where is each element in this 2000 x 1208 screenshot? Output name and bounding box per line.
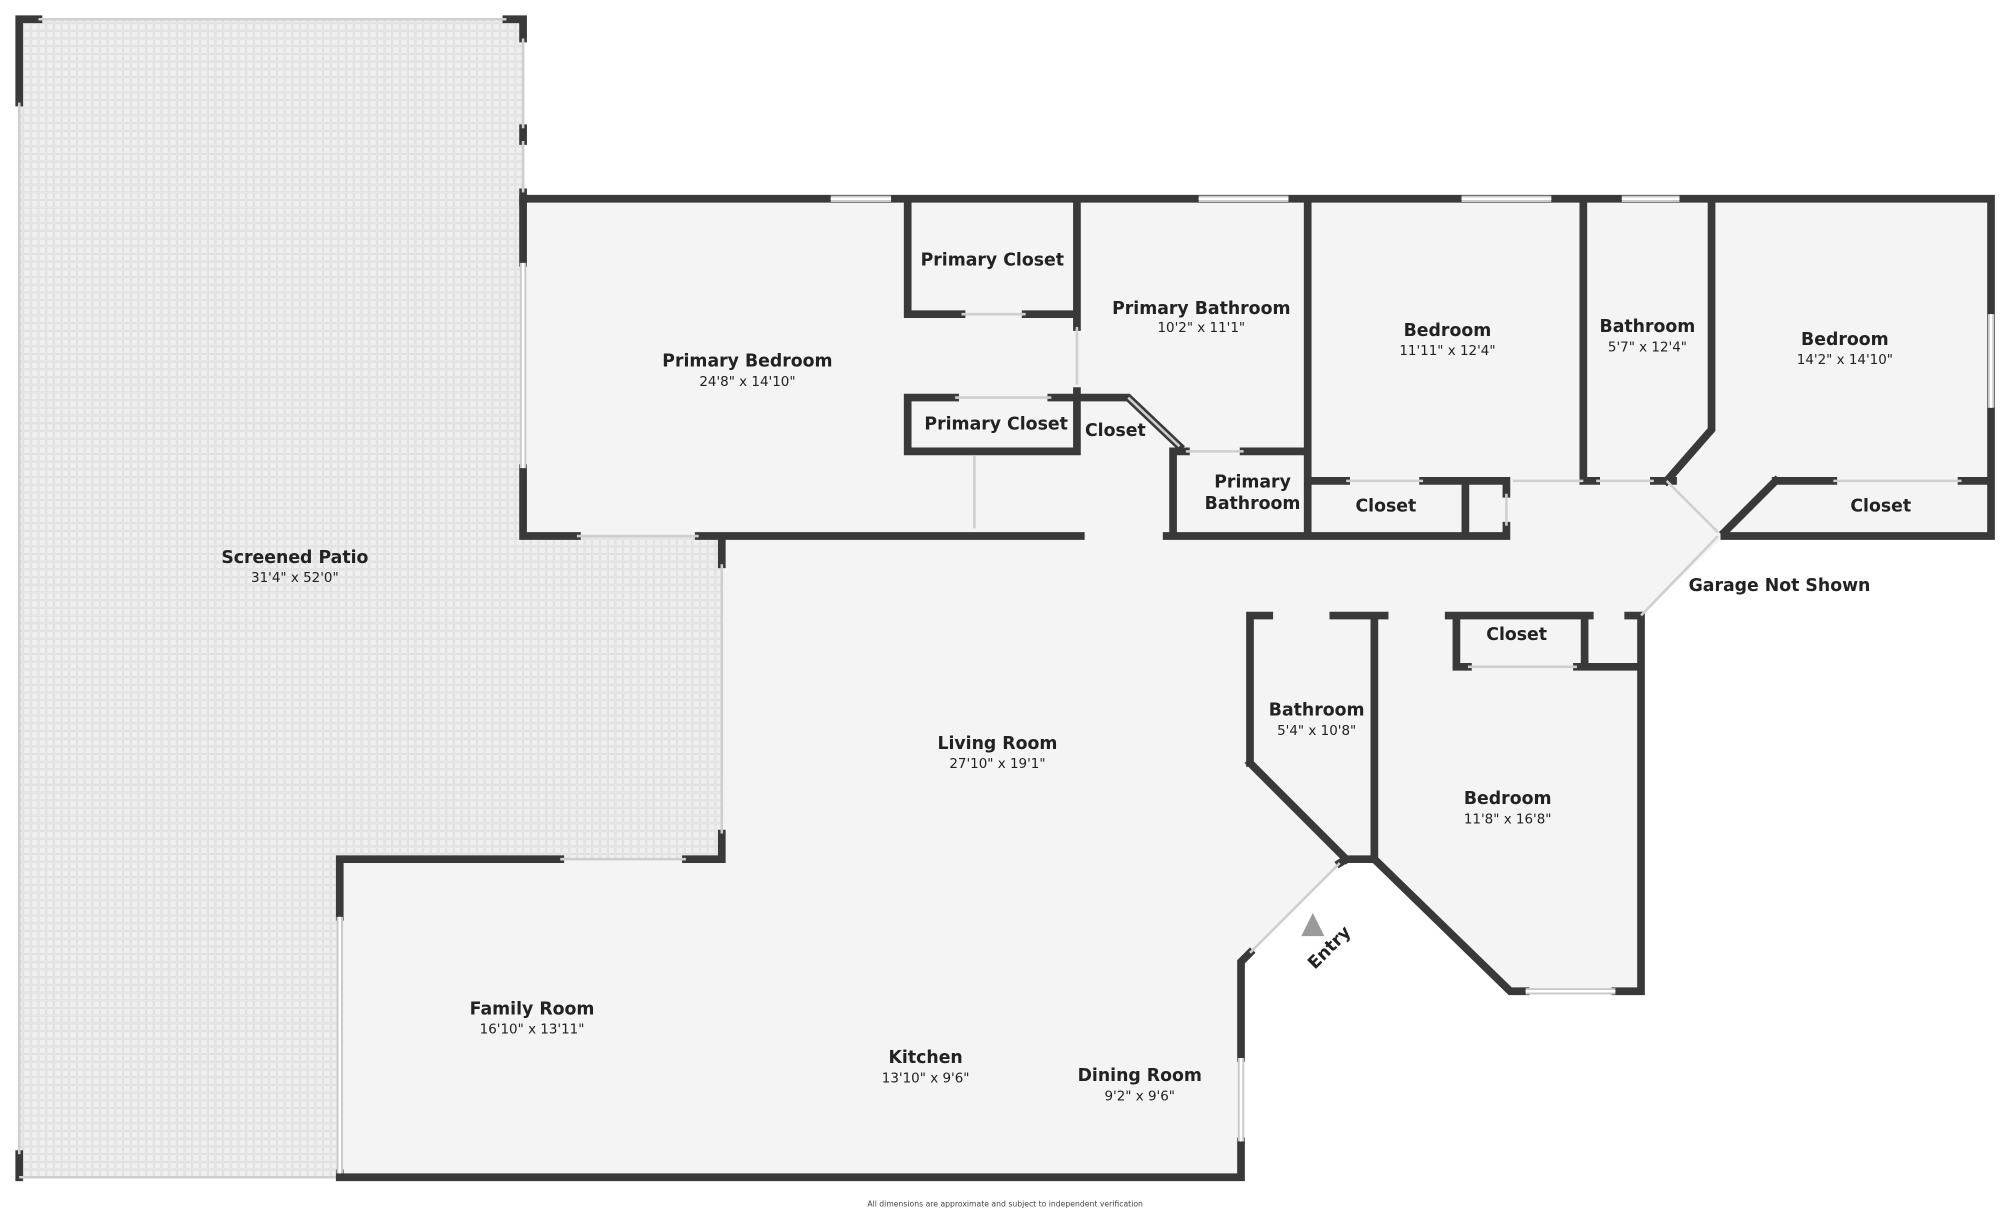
- closet-label: Closet: [1486, 625, 1547, 645]
- primary-bathroom-label: Primary Bathroom: [1112, 299, 1290, 319]
- bedroom-label: Bedroom: [1404, 321, 1492, 341]
- entry-arrow-icon: [1301, 913, 1325, 937]
- primary-bedroom-dims: 24'8" x 14'10": [699, 375, 795, 390]
- bedroom-label: Bedroom: [1464, 789, 1552, 809]
- primary-bathroom-label: Bathroom: [1205, 494, 1301, 514]
- kitchen-label: Kitchen: [889, 1048, 963, 1068]
- patio-walls: [15, 15, 527, 1182]
- family-room-dims: 16'10" x 13'11": [480, 1023, 585, 1038]
- bathroom-label: Bathroom: [1600, 317, 1696, 337]
- living-room-label: Living Room: [937, 734, 1057, 754]
- bedroom-dims: 11'8" x 16'8": [1464, 812, 1552, 827]
- disclaimer: All dimensions are approximate and subje…: [867, 1200, 1143, 1208]
- dining-room-label: Dining Room: [1078, 1066, 1202, 1086]
- walls: [335, 194, 1995, 1182]
- kitchen-dims: 13'10" x 9'6": [882, 1071, 970, 1086]
- family-room-label: Family Room: [470, 999, 595, 1019]
- house-floor: [339, 198, 1992, 1178]
- primary-closet-label: Primary Closet: [924, 415, 1067, 435]
- primary-bedroom-label: Primary Bedroom: [662, 352, 832, 372]
- screened-patio-label: Screened Patio: [221, 548, 368, 568]
- garage-label: Garage Not Shown: [1689, 576, 1871, 596]
- dining-room-dims: 9'2" x 9'6": [1104, 1089, 1175, 1104]
- primary-bathroom-dims: 10'2" x 11'1": [1157, 321, 1245, 336]
- bedroom-dims: 11'11" x 12'4": [1399, 344, 1495, 359]
- primary-bathroom-label: Primary: [1214, 472, 1291, 492]
- closet-label: Closet: [1085, 421, 1146, 441]
- bathroom-dims: 5'4" x 10'8": [1277, 724, 1356, 739]
- screened-patio-dims: 31'4" x 52'0": [251, 571, 339, 586]
- closet-label: Closet: [1850, 497, 1911, 517]
- primary-closet-label: Primary Closet: [921, 250, 1064, 270]
- bathroom-label: Bathroom: [1269, 701, 1365, 721]
- bedroom-label: Bedroom: [1801, 330, 1889, 350]
- closet-label: Closet: [1355, 497, 1416, 517]
- bedroom-dims: 14'2" x 14'10": [1797, 353, 1893, 368]
- bathroom-dims: 5'7" x 12'4": [1608, 340, 1687, 355]
- living-room-dims: 27'10" x 19'1": [949, 757, 1045, 772]
